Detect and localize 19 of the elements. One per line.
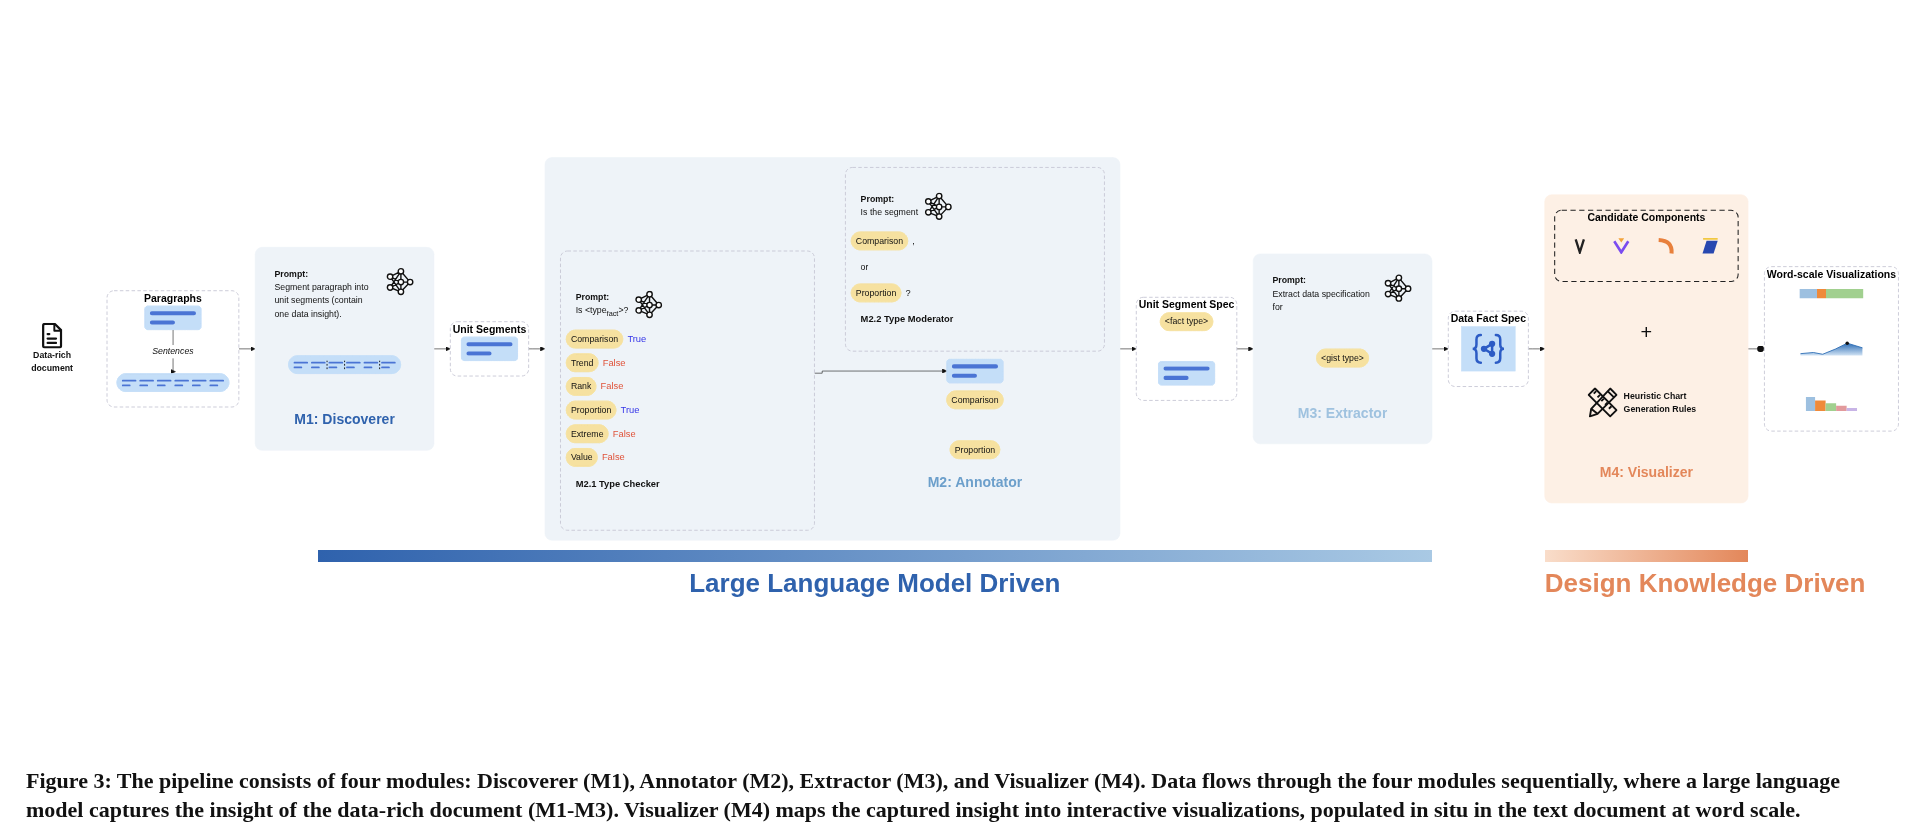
- node-label: False: [601, 452, 625, 463]
- node-picture: [1461, 326, 1516, 372]
- figure-caption: Figure 3: The pipeline consists of four modules: Discoverer (M1), Annotator (M2), Extractor (M3), and Visualizer (M4). Data flows through the four modules sequentially, where a large language model captures the insight of the data-rich document (M1-M3). Visualizer (M4) maps the captured insight into interactive visualizations, populated in situ in the text document at word scale.: [26, 766, 1842, 824]
- band-label: Design Knowledge Driven: [1544, 567, 1866, 599]
- cluster: Prompt: Segment paragraph into unit segments (contain one data insight). M1: Discoverer: [254, 247, 435, 451]
- node-label: False: [602, 357, 626, 368]
- node-label: True: [620, 404, 640, 415]
- node-label: True: [627, 333, 647, 344]
- node-label: Data-rich document: [31, 349, 74, 373]
- node-label: ?: [905, 287, 911, 298]
- node-label: False: [612, 428, 636, 439]
- edge-label: Sentences: [152, 346, 194, 357]
- cluster: Data Fact Spec: [1447, 310, 1529, 388]
- node-label: ,: [912, 235, 915, 246]
- cluster: Word-scale Visualizations: [1764, 266, 1899, 432]
- cluster: Unit Segments: [449, 321, 530, 377]
- cluster: Candidate Components: [1554, 209, 1739, 283]
- node-label: False: [600, 381, 624, 392]
- band-label: Large Language Model Driven: [689, 567, 1061, 599]
